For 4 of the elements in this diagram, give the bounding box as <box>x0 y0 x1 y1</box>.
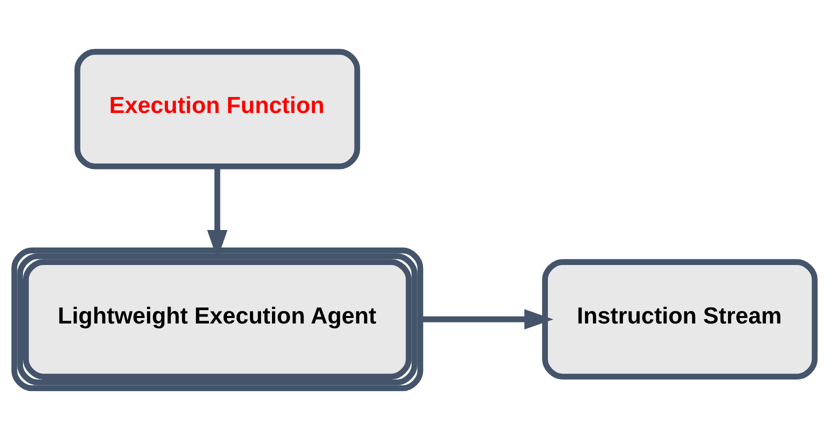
node-box: Instruction Stream <box>542 258 818 379</box>
arrow <box>420 308 554 329</box>
node-box: Execution Function <box>74 48 360 169</box>
node-box: Lightweight Execution Agent <box>11 247 424 391</box>
